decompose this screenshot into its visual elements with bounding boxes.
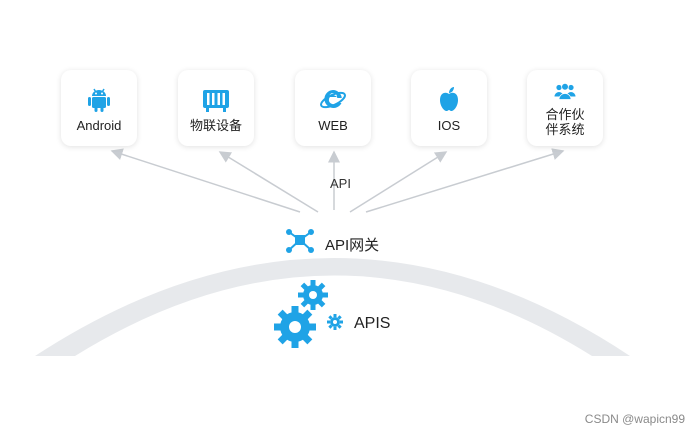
client-label-ios: IOS (437, 118, 461, 133)
client-card-android: Android (61, 70, 137, 146)
client-card-web: WEB (295, 70, 371, 146)
client-card-ios: IOS (411, 70, 487, 146)
api-arrow-label: API (330, 176, 351, 191)
internet-explorer-icon (320, 90, 346, 109)
partners-icon (554, 82, 576, 100)
apple-icon (440, 87, 458, 111)
iot-device-icon (203, 90, 229, 112)
gear-large (274, 306, 316, 348)
client-label-iot: 物联设备 (189, 118, 242, 133)
gears-icon (274, 280, 343, 348)
client-label-web: WEB (318, 118, 348, 133)
client-card-partners: 合作伙伴系统 (527, 70, 603, 146)
apis-label: APIS (354, 315, 391, 332)
gear-medium (298, 280, 328, 310)
arrow-iot (218, 151, 319, 213)
client-card-iot: 物联设备 (178, 70, 254, 146)
watermark: CSDN @wapicn99 (584, 412, 685, 426)
android-icon (88, 88, 110, 112)
arrow-ios (349, 151, 448, 213)
arrow-partners (365, 148, 565, 213)
network-icon (286, 229, 314, 253)
gateway-label: API网关 (325, 237, 380, 254)
client-label-android: Android (76, 118, 122, 133)
arrow-android (110, 148, 301, 213)
client-label-partners: 合作伙伴系统 (545, 106, 585, 137)
gear-small (327, 314, 343, 330)
